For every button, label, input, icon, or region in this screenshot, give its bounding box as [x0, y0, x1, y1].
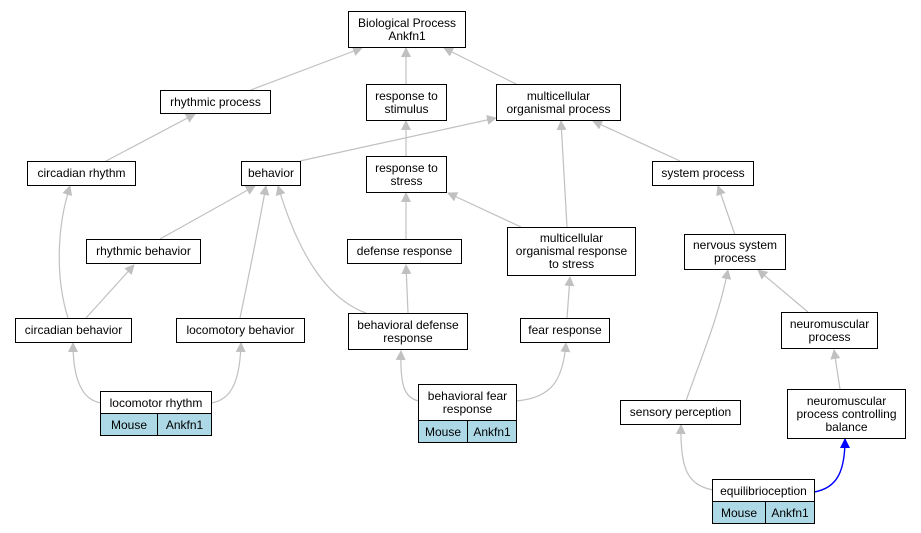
edge-behavioral-fear-to-behavioral-defense: [395, 350, 420, 402]
gene-tag[interactable]: Ankfn1: [468, 421, 516, 442]
species-tag[interactable]: Mouse: [101, 414, 158, 435]
edge-locomotor-rhythm-to-locomotory-behavior: [210, 342, 246, 404]
edge-locomotor-rhythm-to-circadian-behavior: [68, 342, 102, 404]
edge-circadian-behavior-to-circadian-rhythm: [58, 185, 73, 319]
annotated-term-label: locomotor rhythm: [109, 395, 203, 410]
edge-nervous-system-process-to-system-process: [716, 185, 736, 236]
annotated-term-label: equilibrioception: [720, 483, 807, 498]
edge-circadian-rhythm-to-rhythmic-process: [105, 113, 196, 162]
go-term-behavior[interactable]: behavior: [241, 161, 301, 186]
go-term-multicellular-organismal-response-to-stress[interactable]: multicellular organismal response to str…: [507, 227, 636, 276]
edge-multicellular-response-to-response-to-stress: [447, 192, 522, 228]
go-term-rhythmic-process[interactable]: rhythmic process: [160, 90, 271, 114]
edge-equilibrioception-to-neuromuscular-balance: [813, 438, 850, 493]
edge-behavioral-defense-to-defense-response: [401, 264, 412, 314]
edge-rhythmic-behavior-to-behavior: [159, 185, 256, 240]
edge-circadian-behavior-to-rhythmic-behavior: [85, 264, 135, 319]
go-term-system-process[interactable]: system process: [652, 161, 754, 186]
go-term-circadian-rhythm[interactable]: circadian rhythm: [27, 161, 136, 186]
go-term-neuromuscular-process-controlling-balance[interactable]: neuromuscular process controlling balanc…: [787, 389, 906, 439]
annotation-tags: Mouse Ankfn1: [419, 420, 516, 442]
annotated-term-behavioral-fear-response[interactable]: behavioral fear response Mouse Ankfn1: [418, 384, 517, 443]
annotation-tags: Mouse Ankfn1: [101, 413, 211, 435]
edge-rhythmic-process-to-root: [247, 46, 363, 92]
go-term-circadian-behavior[interactable]: circadian behavior: [15, 318, 132, 343]
species-tag[interactable]: Mouse: [713, 502, 766, 523]
gene-tag[interactable]: Ankfn1: [766, 502, 814, 523]
edge-multicellular-response-to-multicellular-process: [556, 120, 568, 228]
edge-fear-response-to-multicellular-response: [564, 276, 575, 319]
edge-multicellular-process-to-root: [443, 47, 517, 85]
edge-behavioral-defense-to-behavior: [275, 185, 367, 314]
gene-tag[interactable]: Ankfn1: [158, 414, 211, 435]
edge-system-process-to-multicellular-process: [592, 120, 681, 162]
annotation-tags: Mouse Ankfn1: [713, 501, 814, 523]
edge-neuromuscular-process-to-nervous-system-process: [757, 269, 809, 313]
go-term-nervous-system-process[interactable]: nervous system process: [684, 234, 786, 270]
go-term-behavioral-defense-response[interactable]: behavioral defense response: [348, 313, 468, 350]
edge-sensory-perception-to-nervous-system-process: [685, 269, 732, 402]
go-term-locomotory-behavior[interactable]: locomotory behavior: [176, 318, 305, 343]
go-term-multicellular-organismal-process[interactable]: multicellular organismal process: [496, 84, 621, 121]
go-term-fear-response[interactable]: fear response: [520, 318, 610, 343]
go-term-rhythmic-behavior[interactable]: rhythmic behavior: [86, 239, 201, 264]
go-term-defense-response[interactable]: defense response: [347, 239, 462, 264]
species-tag[interactable]: Mouse: [419, 421, 468, 442]
go-term-response-to-stress[interactable]: response to stress: [366, 156, 447, 193]
go-term-sensory-perception[interactable]: sensory perception: [620, 400, 741, 425]
annotated-term-locomotor-rhythm[interactable]: locomotor rhythm Mouse Ankfn1: [100, 391, 212, 436]
go-term-root[interactable]: Biological Process Ankfn1: [348, 11, 466, 48]
edge-equilibrioception-to-sensory-perception: [675, 424, 714, 491]
edge-neuromuscular-balance-to-neuromuscular-process: [830, 349, 841, 390]
go-term-neuromuscular-process[interactable]: neuromuscular process: [781, 312, 878, 349]
annotated-term-label: behavioral fear response: [427, 388, 508, 416]
annotated-term-equilibrioception[interactable]: equilibrioception Mouse Ankfn1: [712, 479, 815, 524]
edge-behavior-to-multicellular-process: [299, 115, 497, 162]
edge-locomotory-behavior-to-behavior: [239, 185, 270, 319]
edge-behavioral-fear-to-fear-response: [515, 342, 571, 402]
go-term-response-to-stimulus[interactable]: response to stimulus: [366, 84, 447, 121]
